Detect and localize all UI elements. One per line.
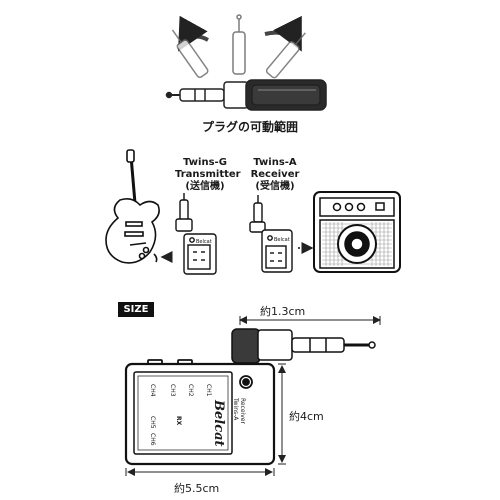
guitar-illustration (105, 149, 160, 264)
plug-body (245, 79, 327, 111)
svg-text:Belcat: Belcat (196, 239, 212, 245)
plug-ghost-left (171, 29, 209, 79)
size-plug (231, 328, 376, 364)
dimension-width (125, 468, 275, 476)
receiver-type: Receiver (250, 169, 300, 180)
device-model-line2: Twins-A (232, 398, 239, 421)
amplifier-illustration (313, 191, 401, 273)
channel-label: CH4 (149, 384, 156, 397)
transmitter-label: Twins-G Transmitter (送信機) (175, 157, 241, 193)
transmitter-type: Transmitter (175, 169, 241, 180)
transmitter-model: Twins-G (183, 157, 227, 168)
device-brand: Belcat (211, 400, 226, 447)
dimension-plug-width (239, 316, 381, 325)
receiver-label: Twins-A Receiver (受信機) (245, 157, 305, 193)
svg-text:Belcat: Belcat (274, 237, 290, 243)
channel-label: CH2 (187, 384, 194, 397)
rotate-right-arrow (264, 15, 302, 52)
size-badge: SIZE (118, 302, 154, 317)
plug-horizontal (165, 81, 249, 109)
width-label: 約5.5cm (174, 482, 220, 495)
transmitter-note: (送信機) (185, 181, 225, 192)
plug-rotation-illustration (165, 14, 327, 111)
channel-label: CH1 (205, 384, 212, 397)
channel-label: CH5 (149, 416, 156, 429)
device-model-block: Receiver Twins-A (232, 398, 246, 424)
rx-label: RX (175, 416, 182, 426)
size-device-body (124, 359, 276, 466)
dimension-height (278, 363, 286, 465)
plug-width-label: 約1.3cm (260, 305, 306, 318)
receiver-model: Twins-A (253, 157, 297, 168)
plug-ghost-up (232, 14, 246, 75)
channel-label: CH6 (149, 433, 156, 446)
height-label: 約4cm (289, 410, 324, 423)
receiver-illustration: Belcat (249, 195, 293, 273)
transmitter-illustration: Belcat (175, 193, 217, 275)
device-brand-block: Belcat (211, 400, 226, 470)
plug-ghost-right (265, 32, 306, 79)
plug-range-caption: プラグの可動範囲 (201, 120, 298, 134)
device-model-line1: Receiver (239, 398, 246, 424)
receiver-note: (受信機) (255, 181, 295, 192)
channel-label: CH3 (169, 384, 176, 397)
